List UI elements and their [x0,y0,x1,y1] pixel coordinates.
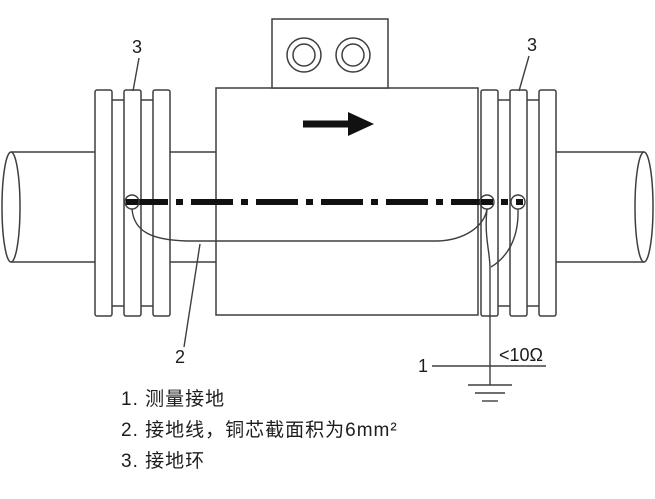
grounding-wire-drop-b [490,208,519,268]
cable-gland-left-icon [286,37,322,73]
legend-item-ground-ring: 3. 接地环 [121,451,206,472]
leader-ground-wire [183,243,201,348]
callout-ring-right-label: 3 [527,35,537,55]
leader-ring-right [518,55,530,92]
cable-gland-right-icon [335,37,371,73]
callout-measure-ground-label: 1 [418,356,428,376]
legend: 1. 测量接地 2. 接地线，铜芯截面积为6mm² 3. 接地环 [121,384,398,477]
callout-ground-wire-label: 2 [175,347,185,367]
legend-item-ground-wire: 2. 接地线，铜芯截面积为6mm² [121,420,398,441]
callout-leaders [132,55,530,348]
resistance-label: <10Ω [499,345,543,365]
flange-plate [94,89,113,317]
flange-plate [538,89,557,317]
grounding-wire-drop-a [485,208,491,385]
left-pipe [1,151,216,263]
flow-arrow-right-icon [303,112,374,136]
cable-gland-right-inner [341,43,365,67]
arrow-head [348,112,374,136]
cable-gland-left-inner [292,43,316,67]
right-pipe [556,151,654,263]
leader-ring-left [132,57,140,92]
grounding-wire-under-body [131,208,488,242]
left-flange-stack [94,89,171,317]
pipe-end-ellipse [1,151,21,263]
pipe-end-ellipse [634,151,654,263]
junction-box [271,18,389,89]
earth-ground-icon [432,365,546,402]
legend-item-measure-ground: 1. 测量接地 [121,389,226,410]
callout-ring-left-label: 3 [132,37,142,57]
grounding-wires [131,208,519,385]
callout-labels: 3 3 2 1 <10Ω [132,35,543,376]
